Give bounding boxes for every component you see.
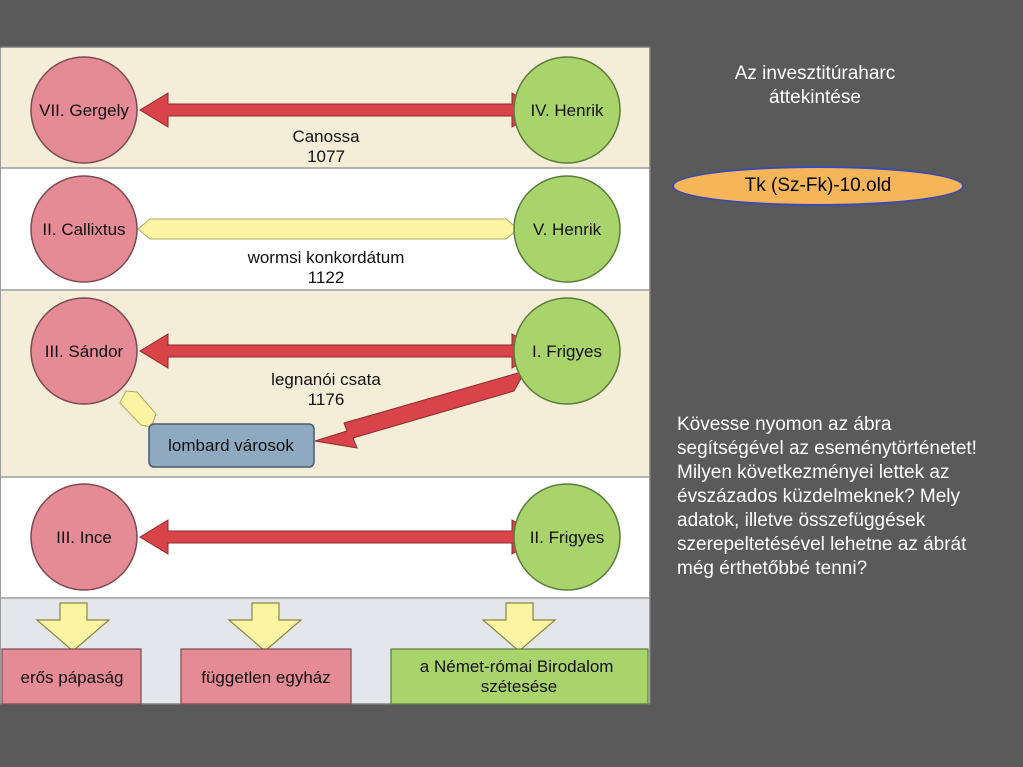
pope-name-row-4: III. Ince bbox=[56, 528, 112, 547]
outcome-box-3 bbox=[390, 648, 649, 705]
outcome-box-2 bbox=[180, 648, 352, 705]
pope-circle-row-4 bbox=[30, 483, 138, 591]
agreement-bar-row-2 bbox=[137, 218, 519, 240]
event-name-row-3: legnanói csata bbox=[271, 370, 381, 389]
outcome-label-3-line-1: a Német-római Birodalom bbox=[420, 657, 614, 676]
pope-circle-row-3 bbox=[30, 297, 138, 405]
down-arrow-outcome-2 bbox=[227, 602, 303, 652]
outcome-box-1 bbox=[1, 648, 142, 705]
outcome-label-2: független egyház bbox=[201, 668, 331, 687]
event-name-row-2: wormsi konkordátum bbox=[247, 248, 405, 267]
outcome-label-3: a Német-római Birodalom szétesése bbox=[420, 657, 618, 696]
event-year-row-3: 1176 bbox=[308, 390, 345, 409]
alliance-arrow bbox=[314, 370, 527, 449]
pope-circle-row-2 bbox=[30, 175, 138, 283]
down-arrow-outcome-1 bbox=[35, 602, 111, 652]
emperor-circle-row-1 bbox=[513, 56, 621, 164]
pope-name-row-2: II. Callixtus bbox=[42, 220, 125, 239]
emperor-circle-row-3 bbox=[513, 297, 621, 405]
slide-title: Az invesztitúraharc áttekintése bbox=[734, 63, 896, 108]
ally-connector bbox=[119, 390, 157, 428]
outcome-label-1: erős pápaság bbox=[20, 668, 123, 687]
emperor-circle-row-4 bbox=[513, 483, 621, 591]
down-arrow-outcome-3 bbox=[481, 602, 557, 652]
ally-box bbox=[148, 423, 315, 468]
emperor-name-row-2: V. Henrik bbox=[533, 220, 602, 239]
pope-name-row-3: III. Sándor bbox=[45, 342, 124, 361]
event-year-row-2: 1122 bbox=[308, 268, 345, 287]
pope-circle-row-1 bbox=[30, 56, 138, 164]
investiture-diagram: VII. Gergely IV. Henrik Canossa 1077 II.… bbox=[0, 46, 651, 705]
outcome-label-3-line-2: szétesése bbox=[481, 677, 558, 696]
emperor-name-row-1: IV. Henrik bbox=[530, 101, 604, 120]
pope-name-row-1: VII. Gergely bbox=[39, 101, 129, 120]
ally-label: lombard városok bbox=[168, 436, 294, 455]
emperor-name-row-3: I. Frigyes bbox=[532, 342, 602, 361]
task-question: Kövesse nyomon az ábra segítségével az e… bbox=[677, 414, 977, 579]
textbook-reference-badge: Tk (Sz-Fk)-10.old bbox=[672, 166, 964, 206]
emperor-name-row-4: II. Frigyes bbox=[530, 528, 605, 547]
emperor-circle-row-2 bbox=[513, 175, 621, 283]
event-name-row-1: Canossa bbox=[292, 127, 360, 146]
event-year-row-1: 1077 bbox=[307, 147, 345, 166]
